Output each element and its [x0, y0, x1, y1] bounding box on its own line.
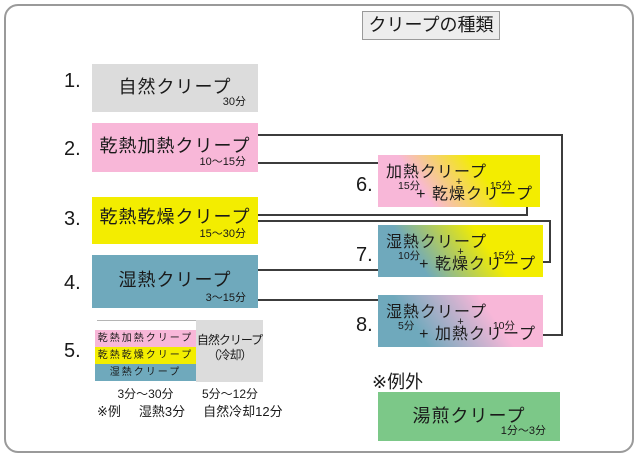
- item-2-duration: 10〜15分: [199, 156, 246, 168]
- item-8-first-time: 5分: [398, 320, 415, 332]
- item-8-plus: +: [457, 316, 464, 328]
- item-3-label: 乾熱乾燥クリープ: [99, 207, 251, 227]
- item-6-second-label: + 乾燥クリープ: [416, 186, 533, 203]
- item-7-first-label: 湿熱クリープ: [386, 234, 488, 251]
- example-prefix: ※例: [97, 404, 121, 419]
- item-1-label: 自然クリープ: [118, 77, 232, 97]
- item-5-number: 5.: [64, 340, 81, 362]
- item-1-box: 自然クリープ 30分: [92, 64, 258, 112]
- item-4-number: 4.: [64, 272, 81, 294]
- item-3-box: 乾熱乾燥クリープ 15〜30分: [92, 197, 258, 244]
- item-5-top-rule: [97, 320, 263, 321]
- exception-duration: 1分〜3分: [500, 425, 546, 437]
- connector-3-7-vertical: [549, 220, 551, 263]
- item-5-side-box: 自然クリープ （冷却）: [196, 320, 263, 382]
- item-6-plus: +: [455, 176, 463, 188]
- example-item2: 自然冷却12分: [203, 404, 283, 419]
- item-8-box: 湿熱クリープ 5分 + 10分 + 加熱クリープ: [378, 295, 543, 347]
- item-7-number: 7.: [356, 244, 373, 266]
- item-7-second-label: + 乾燥クリープ: [419, 256, 536, 273]
- item-4-duration: 3〜15分: [205, 292, 246, 304]
- item-2-box: 乾熱加熱クリープ 10〜15分: [92, 123, 258, 172]
- connector-2-8-vertical: [561, 134, 563, 336]
- item-7-second-time: 15分: [492, 250, 515, 262]
- connector-3-6-horizontal: [258, 214, 528, 216]
- outer-frame: [4, 4, 634, 453]
- connector-2-8-top: [258, 134, 563, 136]
- connector-2-8-end: [543, 334, 563, 336]
- item-6-box: 加熱クリープ 15分 + 15分 + 乾燥クリープ: [378, 155, 540, 207]
- example-item1: 湿熱3分: [138, 404, 186, 419]
- item-8-first-label: 湿熱クリープ: [386, 304, 488, 321]
- item-5-side-label: 自然クリープ: [196, 333, 263, 347]
- item-5-stack-pink: 乾熱加熱クリープ: [95, 330, 196, 347]
- connector-4-7: [258, 269, 378, 271]
- item-7-plus: +: [457, 246, 464, 258]
- item-5-stack-yellow: 乾熱乾燥クリープ: [95, 347, 196, 364]
- item-4-box: 湿熱クリープ 3〜15分: [92, 255, 258, 308]
- item-5-stack-duration: 3分〜30分: [117, 387, 174, 401]
- item-6-first-time: 15分: [398, 180, 421, 192]
- item-8-second-time: 10分: [492, 320, 515, 332]
- item-7-box: 湿熱クリープ 10分 + 15分 + 乾燥クリープ: [378, 225, 543, 277]
- connector-3-7-horizontal: [258, 220, 551, 222]
- item-5-example-row: ※例 湿熱3分 自然冷却12分: [97, 401, 301, 420]
- item-3-duration: 15〜30分: [199, 228, 246, 240]
- item-1-number: 1.: [64, 70, 81, 92]
- connector-3-6-vertical: [526, 206, 528, 215]
- item-2-label: 乾熱加熱クリープ: [99, 136, 251, 156]
- item-2-number: 2.: [64, 138, 81, 160]
- exception-box: 湯煎クリープ 1分〜3分: [378, 392, 560, 441]
- item-5-side-sublabel: （冷却）: [207, 348, 252, 362]
- connector-4-8: [258, 299, 378, 301]
- connector-3-7-end: [543, 261, 551, 263]
- item-3-number: 3.: [64, 208, 81, 230]
- item-5-side-duration: 5分〜12分: [201, 387, 259, 401]
- item-1-duration: 30分: [222, 96, 246, 108]
- item-6-number: 6.: [356, 174, 373, 196]
- item-6-second-time: 15分: [489, 180, 512, 192]
- exception-heading: ※例外: [372, 372, 424, 392]
- item-4-label: 湿熱クリープ: [118, 270, 232, 290]
- item-6-first-label: 加熱クリープ: [386, 164, 488, 181]
- exception-label: 湯煎クリープ: [412, 406, 526, 426]
- item-8-number: 8.: [356, 314, 373, 336]
- connector-2-6: [258, 162, 378, 164]
- page-title: クリープの種類: [362, 11, 500, 40]
- item-8-second-label: + 加熱クリープ: [419, 326, 536, 343]
- item-7-first-time: 10分: [398, 250, 421, 262]
- item-5-stack-teal: 湿熱クリープ: [95, 364, 196, 381]
